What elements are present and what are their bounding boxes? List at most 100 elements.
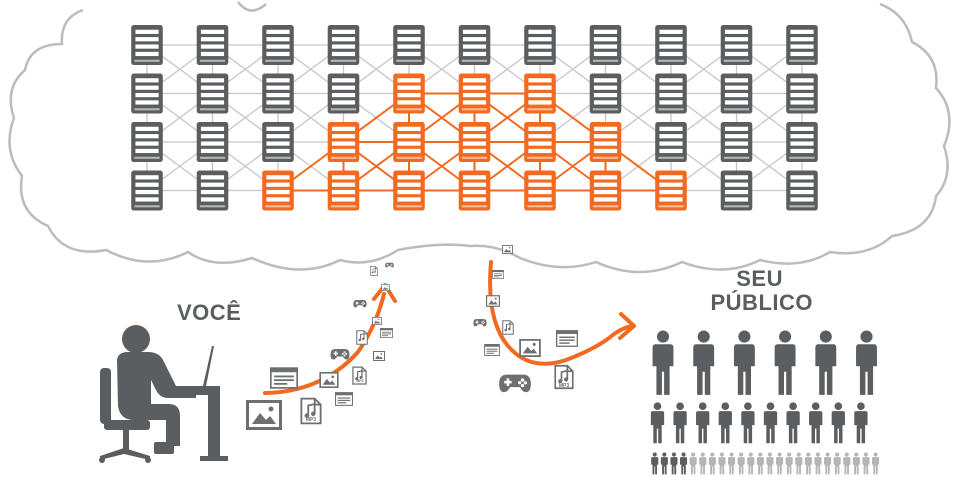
- person-medium-icon: [786, 402, 800, 444]
- music-file-icon: [370, 266, 378, 276]
- server-icon: [262, 73, 294, 114]
- webpage-icon: [492, 270, 504, 279]
- server-icon: [655, 122, 687, 162]
- server-icon-active: [458, 170, 491, 211]
- person-medium-icon: [854, 402, 868, 444]
- person-large-icon: [815, 330, 837, 395]
- server-icon: [589, 25, 622, 65]
- mp3-label: MP3: [356, 379, 363, 383]
- server-icon: [196, 25, 229, 65]
- person-medium-icon: [741, 402, 755, 444]
- webpage-icon: [335, 392, 353, 406]
- server-icon-active: [327, 170, 360, 211]
- server-icon: [393, 25, 425, 65]
- person-small-icon: [795, 452, 803, 475]
- gamepad-icon: [473, 319, 487, 327]
- cloud-outline: [8, 2, 951, 274]
- person-small-icon: [651, 452, 659, 475]
- person-small-icon: [775, 452, 784, 475]
- server-icon: [327, 73, 360, 114]
- gamepad-icon: [353, 300, 367, 308]
- server-icon: [196, 122, 229, 162]
- server-icon: [262, 25, 294, 65]
- image-icon: [373, 351, 385, 361]
- server-icon-active: [393, 170, 425, 211]
- server-icon: [131, 170, 163, 211]
- person-small-icon: [660, 452, 668, 475]
- person-small-icon: [727, 452, 736, 475]
- person-small-icon: [708, 452, 716, 475]
- person-small-icon: [852, 452, 860, 475]
- server-icon: [131, 122, 163, 162]
- person-medium-icon: [696, 402, 710, 444]
- server-icon-active: [524, 73, 556, 114]
- music-file-icon: [356, 330, 368, 345]
- image-icon: [502, 245, 513, 254]
- person-small-icon: [737, 452, 745, 475]
- gamepad-icon: [499, 374, 531, 393]
- person-large-icon: [733, 330, 755, 395]
- server-icon-active: [393, 122, 425, 162]
- person-medium-icon: [831, 402, 845, 444]
- server-icon: [131, 73, 163, 114]
- upload-content-icons: [246, 262, 394, 430]
- webpage-icon: [380, 328, 393, 338]
- server-icon-active: [524, 122, 556, 162]
- server-icon-active: [524, 170, 556, 211]
- person-medium-icon: [650, 402, 665, 444]
- server-icon: [786, 73, 818, 114]
- image-icon: [519, 339, 541, 357]
- server-icon-active: [393, 73, 425, 114]
- image-icon: [372, 317, 382, 325]
- server-icon: [786, 122, 818, 162]
- person-small-icon: [843, 452, 851, 475]
- server-icon-active: [655, 170, 687, 211]
- image-icon: [381, 284, 390, 291]
- mp3-label: MP3: [306, 417, 317, 423]
- gamepad-icon: [385, 262, 394, 268]
- gamepad-icon: [330, 349, 350, 360]
- person-at-desk-icon: [99, 325, 228, 463]
- person-small-icon: [785, 452, 793, 475]
- server-icon: [458, 25, 491, 65]
- cloud-bump-icon: [237, 1, 267, 12]
- server-icon-active: [589, 122, 622, 162]
- person-small-icon: [814, 452, 822, 475]
- server-icon-active: [262, 170, 294, 211]
- person-small-icon: [766, 452, 774, 475]
- server-icon: [196, 170, 229, 211]
- server-icon: [196, 73, 229, 114]
- server-icon: [589, 73, 622, 114]
- server-icon: [720, 122, 753, 162]
- server-icon: [262, 122, 294, 162]
- person-small-icon: [679, 452, 688, 475]
- person-small-icon: [699, 452, 707, 475]
- webpage-icon: [556, 330, 578, 347]
- delivery-arrow: [488, 260, 635, 366]
- webpage-icon: [484, 344, 500, 356]
- server-icon-active: [327, 122, 360, 162]
- webpage-icon: [270, 367, 298, 389]
- person-large-icon: [856, 330, 877, 395]
- person-small-icon: [862, 452, 870, 475]
- audience-label-line2: PÚBLICO: [710, 290, 813, 315]
- delivery-arrowhead-icon: [618, 312, 636, 340]
- server-icon: [720, 25, 753, 65]
- person-small-icon: [833, 452, 841, 475]
- person-large-icon: [693, 330, 715, 395]
- audience-label-line1: SEU: [736, 266, 783, 291]
- server-icon: [524, 25, 556, 65]
- server-icon: [720, 170, 753, 211]
- person-large-icon: [652, 330, 674, 395]
- server-icon: [786, 170, 818, 211]
- person-small-icon: [823, 452, 832, 475]
- audience-group: [650, 330, 880, 475]
- image-icon: [246, 400, 282, 430]
- mp3-label: MP3: [559, 383, 570, 389]
- person-small-icon: [670, 452, 678, 475]
- server-icon: [131, 25, 163, 65]
- server-icon: [327, 25, 360, 65]
- server-icon: [786, 25, 818, 65]
